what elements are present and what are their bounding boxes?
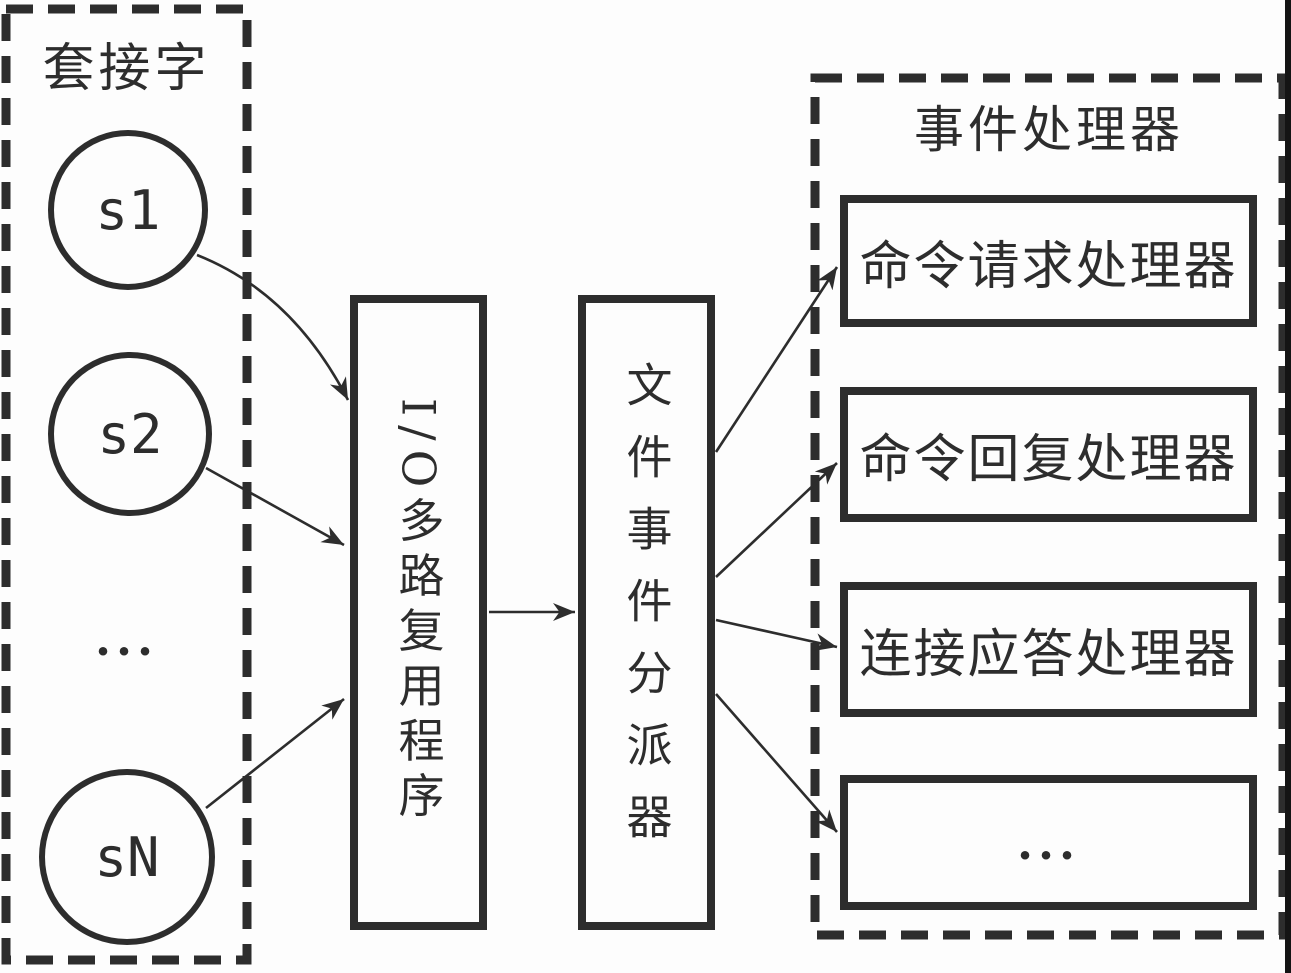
arrow-dispatcher-to-command-request — [714, 266, 839, 453]
sockets-ellipsis: ... — [94, 612, 159, 666]
handler-box-command-request: 命令请求处理器 — [840, 195, 1257, 327]
file-event-dispatcher-box: 文件事件分派器 — [578, 295, 715, 930]
arrow-dispatcher-to-connection-accept — [715, 618, 838, 651]
sockets-group-title: 套接字 — [42, 39, 211, 99]
arrow-dispatcher-to-ellipsis-handler — [715, 693, 838, 833]
io-multiplexer-label: I/O多路复用程序 — [391, 398, 446, 827]
handler-command-reply-label: 命令回复处理器 — [859, 430, 1238, 490]
handler-connection-accept-label: 连接应答处理器 — [859, 625, 1238, 685]
io-multiplexer-box: I/O多路复用程序 — [350, 295, 487, 930]
socket-node-sN: sN — [39, 769, 215, 945]
arrow-dispatcher-to-command-reply — [715, 462, 838, 578]
file-event-dispatcher-label: 文件事件分派器 — [619, 360, 674, 865]
image-edge-artifact — [1285, 0, 1291, 973]
socket-node-s1: s1 — [48, 130, 208, 290]
arrow-s2-to-io — [205, 466, 345, 547]
handlers-group-title: 事件处理器 — [914, 101, 1184, 159]
socket-node-sN-label: sN — [94, 825, 160, 889]
handler-box-ellipsis: ... — [840, 775, 1257, 910]
handler-command-request-label: 命令请求处理器 — [859, 236, 1238, 297]
socket-node-s2: s2 — [48, 352, 212, 516]
handler-ellipsis-label: ... — [1016, 815, 1081, 870]
socket-node-s1-label: s1 — [95, 178, 161, 242]
arrow-s1-to-io — [196, 253, 350, 401]
socket-node-s2-label: s2 — [97, 402, 163, 466]
arrow-sN-to-io — [205, 697, 345, 810]
handler-box-connection-accept: 连接应答处理器 — [840, 582, 1257, 717]
handler-box-command-reply: 命令回复处理器 — [840, 387, 1257, 522]
